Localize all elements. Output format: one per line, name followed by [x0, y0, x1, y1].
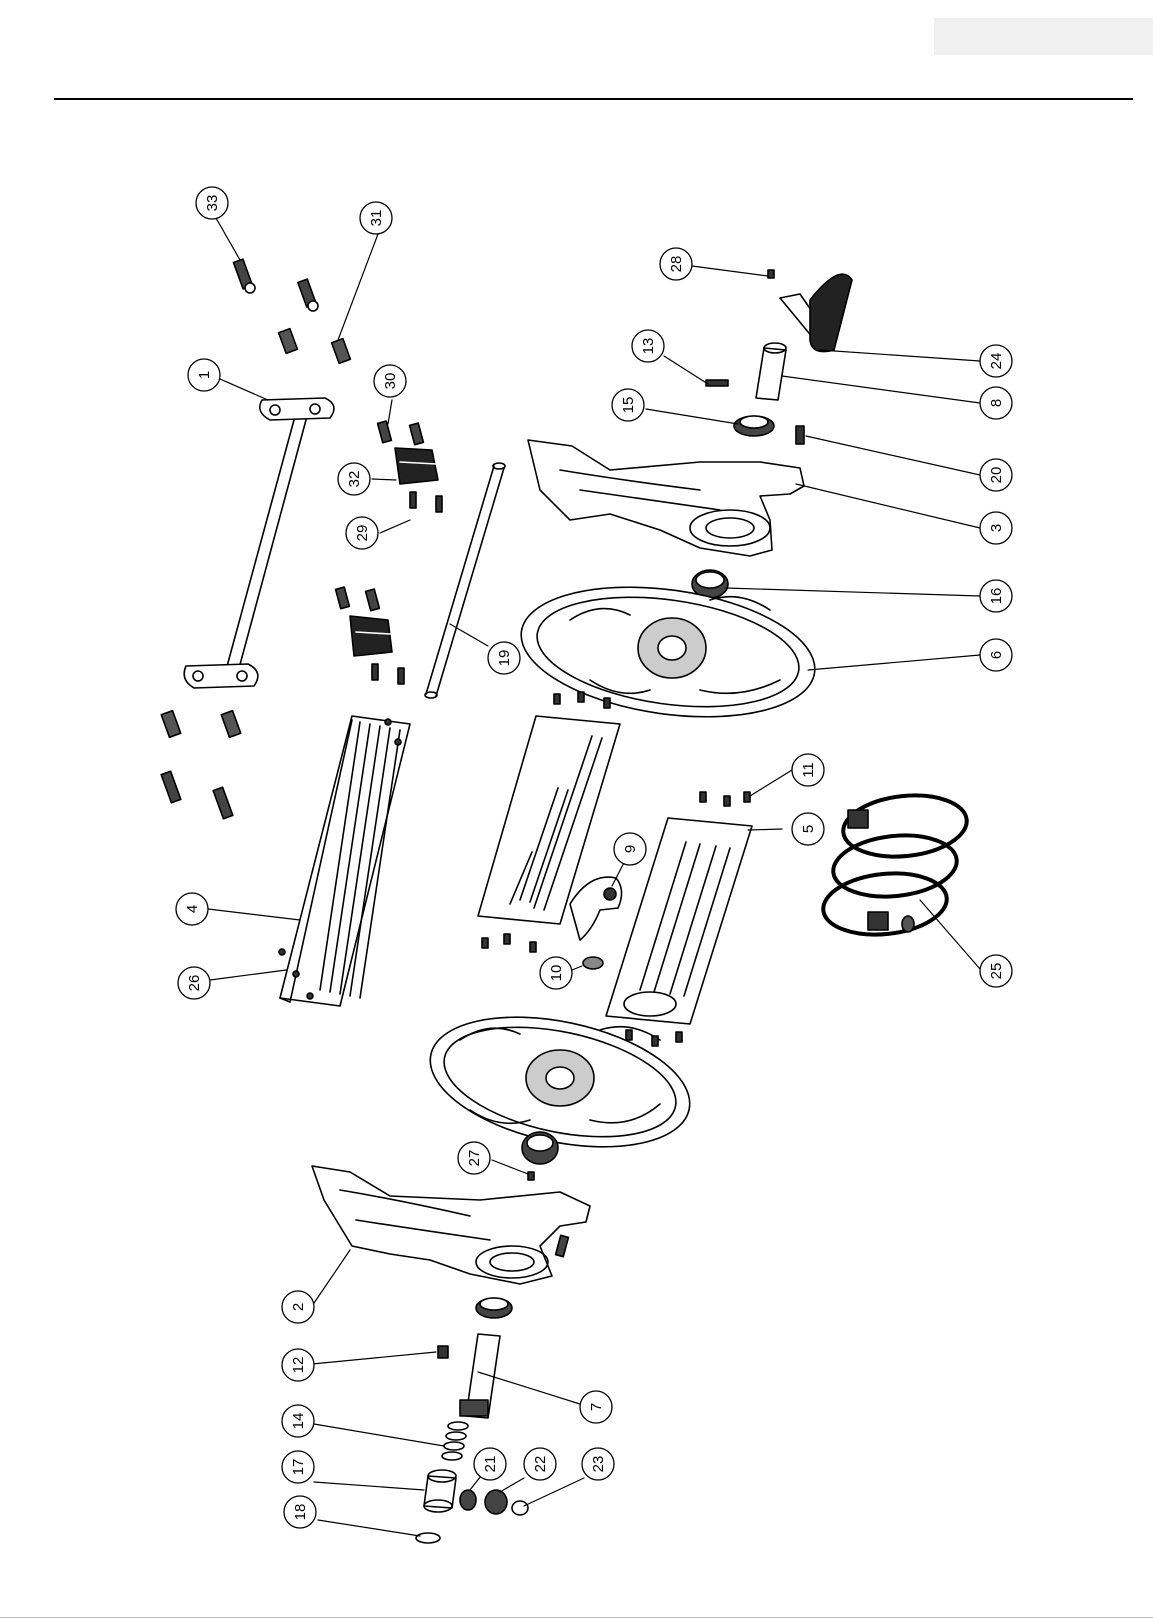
callout-5: 5 — [792, 813, 824, 845]
callout-20: 20 — [980, 459, 1012, 491]
callout-24: 24 — [980, 345, 1012, 377]
callout-10: 10 — [540, 957, 572, 989]
svg-text:1: 1 — [196, 371, 213, 379]
callout-27: 27 — [458, 1142, 490, 1174]
callout-4: 4 — [176, 893, 208, 925]
part-11-screws — [700, 792, 750, 806]
svg-text:33: 33 — [204, 195, 221, 212]
svg-text:3: 3 — [988, 524, 1005, 532]
part-4-panel — [280, 716, 410, 1006]
part-7-shaft — [460, 1298, 512, 1418]
callout-25: 25 — [980, 955, 1012, 987]
svg-text:10: 10 — [548, 965, 565, 982]
callout-29: 29 — [346, 517, 378, 549]
part-25-hose — [820, 790, 970, 941]
svg-text:4: 4 — [184, 905, 201, 913]
part-13-bolt — [706, 380, 728, 386]
callout-2: 2 — [282, 1291, 314, 1323]
svg-text:24: 24 — [988, 353, 1005, 370]
callout-28: 28 — [660, 248, 692, 280]
callout-19: 19 — [488, 642, 520, 674]
callout-26: 26 — [178, 967, 210, 999]
callout-11: 11 — [792, 754, 824, 786]
svg-text:16: 16 — [988, 588, 1005, 605]
part-21 — [460, 1490, 476, 1510]
svg-text:12: 12 — [290, 1357, 307, 1374]
svg-text:21: 21 — [482, 1456, 499, 1473]
callout-1: 1 — [188, 359, 220, 391]
bolt-31a — [298, 279, 318, 311]
clamp-lower — [336, 587, 404, 684]
callout-6: 6 — [980, 639, 1012, 671]
part-14-rings — [442, 1422, 468, 1460]
part-20-bolt — [796, 426, 804, 444]
part-22 — [485, 1490, 507, 1514]
svg-text:17: 17 — [290, 1459, 307, 1476]
callout-15: 15 — [612, 389, 644, 421]
svg-text:13: 13 — [640, 338, 657, 355]
callout-32: 32 — [338, 463, 370, 495]
part-32-clamp-upper — [378, 421, 442, 512]
svg-text:22: 22 — [532, 1456, 549, 1473]
svg-text:29: 29 — [354, 525, 371, 542]
callout-23: 23 — [582, 1448, 614, 1480]
svg-text:6: 6 — [988, 651, 1005, 659]
svg-text:31: 31 — [368, 210, 385, 227]
svg-text:28: 28 — [668, 256, 685, 273]
callout-31: 31 — [360, 202, 392, 234]
svg-text:18: 18 — [292, 1504, 309, 1521]
part-28-screw — [768, 270, 774, 278]
callout-7: 7 — [580, 1391, 612, 1423]
svg-text:14: 14 — [290, 1413, 307, 1430]
part-9-bracket — [570, 877, 622, 940]
callout-13: 13 — [632, 330, 664, 362]
bolts-left — [161, 711, 241, 819]
part-17-collar — [424, 1470, 456, 1512]
part-23 — [512, 1501, 528, 1515]
svg-text:30: 30 — [382, 373, 399, 390]
part-10-washer — [583, 957, 603, 969]
callout-21: 21 — [474, 1448, 506, 1480]
callout-16: 16 — [980, 580, 1012, 612]
svg-text:11: 11 — [800, 762, 817, 778]
svg-text:26: 26 — [186, 975, 203, 992]
callout-12: 12 — [282, 1349, 314, 1381]
callout-3: 3 — [980, 512, 1012, 544]
svg-text:7: 7 — [588, 1403, 605, 1411]
part-8-sleeve — [756, 343, 786, 400]
part-18-clip — [416, 1533, 440, 1543]
part-24-handle — [780, 274, 852, 351]
svg-text:5: 5 — [800, 825, 817, 833]
svg-text:23: 23 — [590, 1456, 607, 1473]
svg-text:15: 15 — [620, 397, 637, 414]
svg-text:27: 27 — [466, 1150, 483, 1167]
callout-33: 33 — [196, 187, 228, 219]
svg-text:9: 9 — [622, 845, 639, 853]
bolt-31b — [279, 329, 351, 364]
part-3-frame — [528, 440, 804, 556]
callout-30: 30 — [374, 365, 406, 397]
bolt-33 — [234, 259, 255, 293]
svg-text:2: 2 — [290, 1303, 307, 1311]
svg-text:19: 19 — [496, 650, 513, 667]
callout-17: 17 — [282, 1451, 314, 1483]
callout-8: 8 — [980, 387, 1012, 419]
svg-text:20: 20 — [988, 467, 1005, 484]
svg-text:25: 25 — [988, 963, 1005, 980]
callout-14: 14 — [282, 1405, 314, 1437]
part-27-bearing — [522, 1132, 558, 1180]
part-12-screw — [438, 1346, 448, 1358]
part-1-handle-bar — [184, 398, 334, 688]
callout-22: 22 — [524, 1448, 556, 1480]
svg-text:8: 8 — [988, 399, 1005, 407]
svg-text:32: 32 — [346, 471, 363, 488]
callout-18: 18 — [284, 1496, 316, 1528]
part-2-frame — [312, 1166, 590, 1284]
part-15-nut — [734, 416, 774, 436]
part-6-disc — [513, 570, 823, 734]
callout-9: 9 — [614, 833, 646, 865]
